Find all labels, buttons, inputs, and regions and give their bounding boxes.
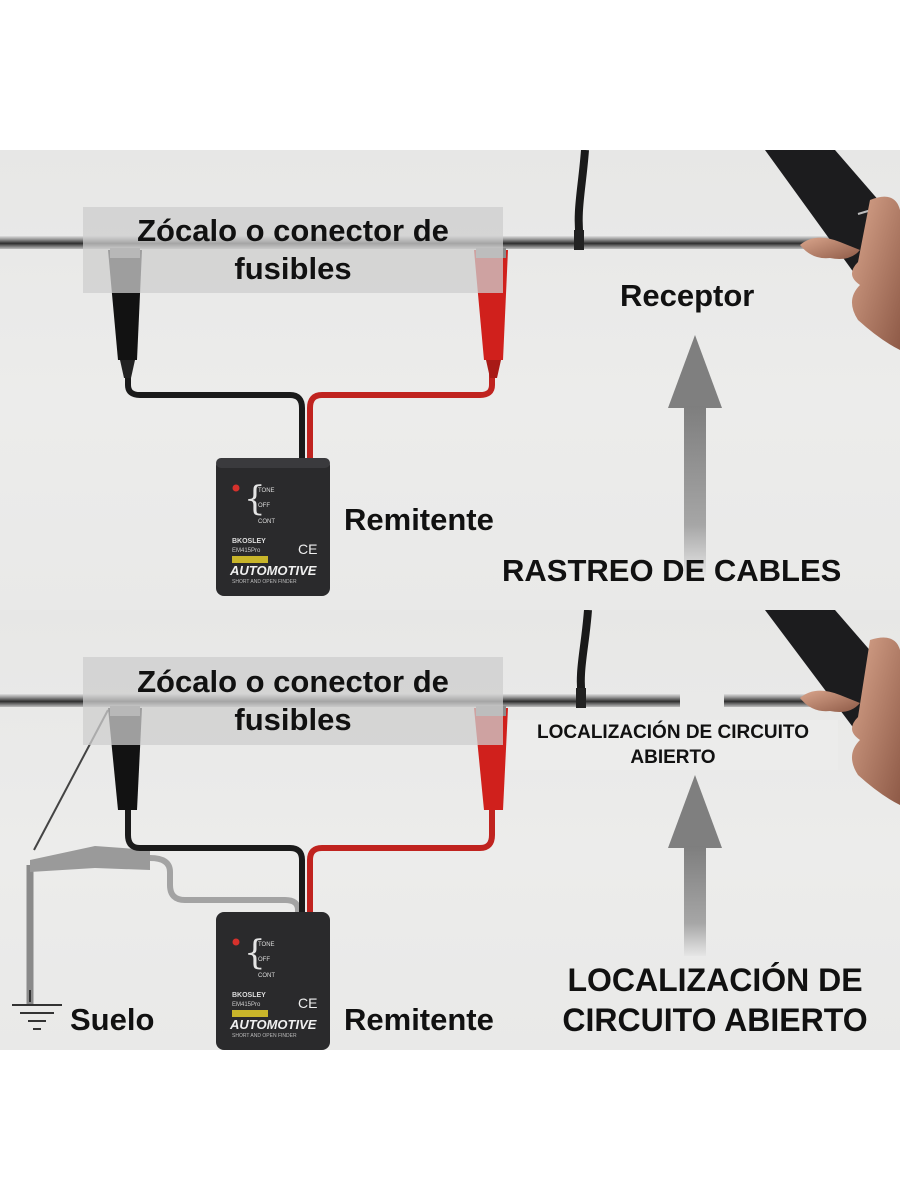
socket-label-box: Zócalo o conector de fusibles (83, 657, 503, 745)
device-model: EM415Pro (232, 1002, 261, 1008)
socket-label-line2: fusibles (234, 702, 352, 737)
panel-title-line2: CIRCUITO ABIERTO (562, 1002, 868, 1038)
device-product: AUTOMOTIVE (229, 563, 317, 578)
device-product: AUTOMOTIVE (229, 1017, 317, 1032)
hand (800, 637, 900, 805)
red-lead (307, 355, 495, 465)
ground-clip (30, 846, 150, 872)
panel-title: RASTREO DE CABLES (502, 553, 842, 588)
hand (800, 196, 900, 350)
panel-title-line1: LOCALIZACIÓN DE (567, 962, 863, 998)
branch-wire (574, 150, 589, 243)
panel-title: LOCALIZACIÓN DE CIRCUITO ABIERTO (540, 960, 890, 1040)
receiver-label: Receptor (620, 278, 755, 313)
socket-label-line1: Zócalo o conector de (137, 213, 449, 248)
ground-symbol-icon (12, 990, 62, 1030)
upward-arrow (668, 775, 722, 956)
switch-off-label: OFF (258, 957, 270, 963)
open-circuit-small-line2: ABIERTO (630, 747, 716, 768)
socket-label-line1: Zócalo o conector de (137, 664, 449, 699)
socket-label-box: Zócalo o conector de fusibles (83, 207, 503, 293)
wire-tracing-illustration: { TONE OFF CONT BKOSLEY EM415Pro CE AUTO… (0, 150, 900, 596)
ce-mark: CE (298, 995, 317, 1011)
device-model: EM415Pro (232, 548, 261, 554)
ground-label: Suelo (70, 1002, 155, 1037)
svg-text:{: { (244, 933, 266, 973)
sender-device: { TONE OFF CONT BKOSLEY EM415Pro CE AUTO… (216, 912, 330, 1050)
sender-device: { TONE OFF CONT BKOSLEY EM415Pro CE AUTO… (216, 458, 330, 596)
device-brand: BKOSLEY (232, 992, 266, 999)
switch-cont-label: CONT (258, 519, 275, 525)
sender-label: Remitente (344, 502, 494, 537)
switch-tone-label: TONE (258, 488, 275, 494)
grey-lead (149, 855, 301, 915)
black-lead (125, 810, 305, 915)
socket-label-line2: fusibles (234, 251, 352, 286)
switch-tone-label: TONE (258, 942, 275, 948)
device-subtitle: SHORT AND OPEN FINDER (232, 579, 297, 585)
wire-tracing-panel: { TONE OFF CONT BKOSLEY EM415Pro CE AUTO… (0, 150, 900, 610)
switch-off-label: OFF (258, 503, 270, 509)
red-lead (307, 810, 495, 915)
switch-cont-label: CONT (258, 973, 275, 979)
open-circuit-small-label: LOCALIZACIÓN DE CIRCUITO ABIERTO (508, 720, 838, 770)
ce-mark: CE (298, 541, 317, 557)
upward-arrow (668, 335, 722, 576)
black-lead (125, 355, 305, 465)
device-subtitle: SHORT AND OPEN FINDER (232, 1033, 297, 1039)
open-circuit-small-line1: LOCALIZACIÓN DE CIRCUITO (537, 722, 809, 743)
open-circuit-panel: { TONE OFF CONT BKOSLEY EM415Pro CE AUTO… (0, 610, 900, 1050)
branch-wire (576, 610, 592, 701)
svg-text:{: { (244, 479, 266, 519)
sender-label: Remitente (344, 1002, 494, 1037)
device-brand: BKOSLEY (232, 538, 266, 545)
